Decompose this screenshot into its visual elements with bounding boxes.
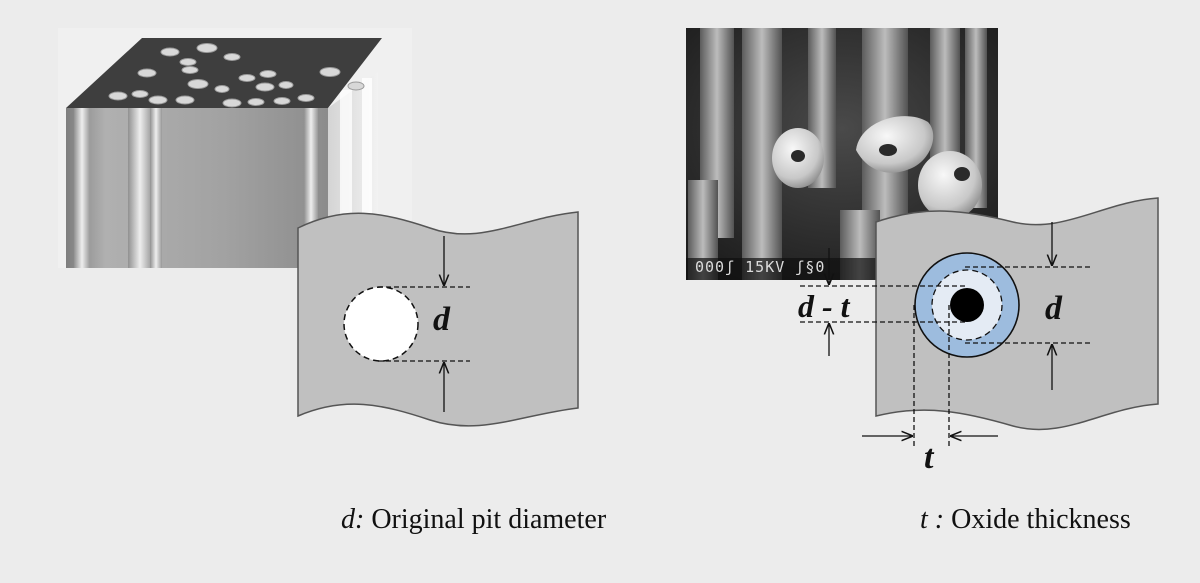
curved-sheet bbox=[297, 211, 579, 427]
open-pit bbox=[343, 286, 419, 362]
sem-pillar bbox=[930, 28, 960, 168]
pore-channel bbox=[362, 78, 372, 268]
remaining-pit bbox=[950, 288, 984, 322]
label-d-original: d bbox=[433, 301, 450, 338]
caption-text: Oxide thickness bbox=[944, 504, 1131, 535]
pit-openings bbox=[108, 43, 365, 108]
label-d-oxidized: d bbox=[1045, 290, 1062, 327]
pore-channel bbox=[150, 108, 162, 268]
caption-oxide-thickness: t : Oxide thickness bbox=[920, 506, 1131, 534]
block-top-surface bbox=[66, 38, 382, 108]
caption-variable: t : bbox=[920, 504, 945, 535]
sem-tube-hole bbox=[954, 167, 970, 181]
caption-text: Original pit diameter bbox=[364, 504, 607, 535]
sem-tube-fragment bbox=[856, 116, 934, 173]
sem-tube-hole bbox=[791, 150, 805, 162]
caption-variable: d: bbox=[341, 504, 365, 535]
caption-original-pit: d: Original pit diameter bbox=[341, 506, 606, 534]
sem-micrograph bbox=[686, 28, 998, 280]
label-d-minus-t: d - t bbox=[798, 288, 850, 324]
sem-scale-text: 000ʃ 15KV ʃ§0 bbox=[695, 258, 826, 276]
sheet-original-pit bbox=[297, 211, 579, 427]
sem-tube-hole bbox=[879, 144, 897, 156]
pore-channel bbox=[128, 108, 152, 268]
sheet-oxidized-pit bbox=[800, 197, 1159, 446]
block-front-face bbox=[66, 108, 328, 268]
label-t: t bbox=[924, 439, 934, 476]
sem-tube-ring bbox=[918, 151, 982, 219]
pore-channel bbox=[74, 108, 90, 268]
